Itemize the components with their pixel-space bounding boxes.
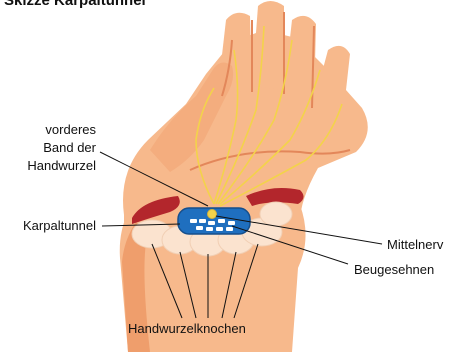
label-beugesehnen: Beugesehnen [354,262,434,277]
label-band-line3: Handwurzel [27,158,96,173]
finger-middle [252,1,284,90]
label-handwurzelknochen: Handwurzelknochen [128,321,246,336]
label-band-line1: vorderes [45,122,96,137]
label-karpaltunnel: Karpaltunnel [23,218,96,233]
diagram-title: Skizze Karpaltunnel [4,0,146,9]
carpal-bone-6 [260,202,292,226]
label-mittelnerv: Mittelnerv [387,237,444,252]
median-nerve [208,210,217,219]
label-band-line2: Band der [43,140,96,155]
